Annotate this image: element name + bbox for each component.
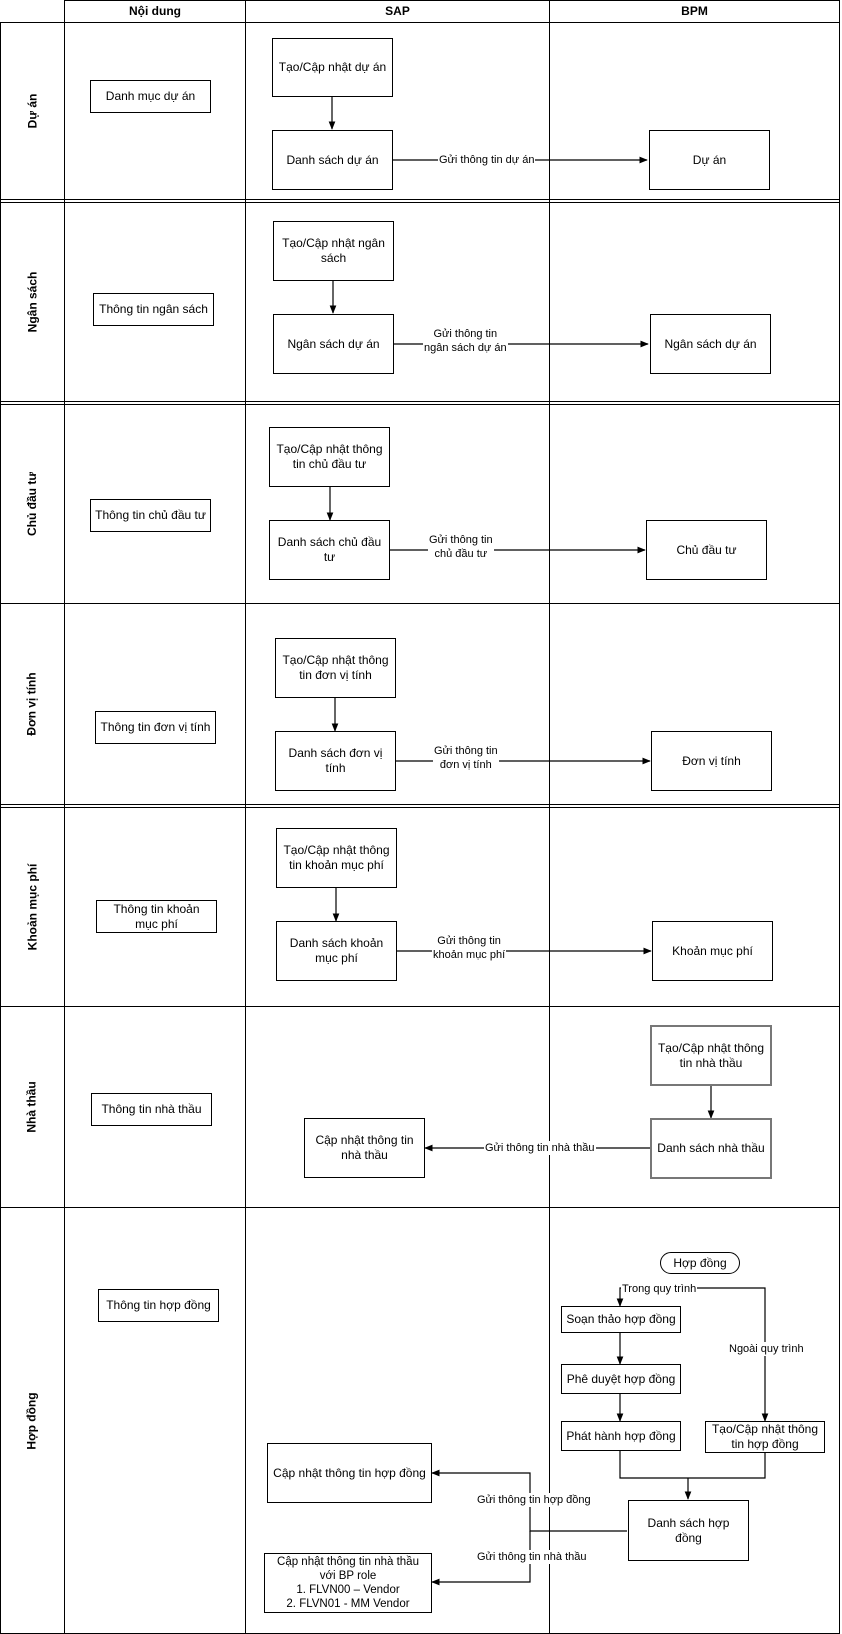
ngan-sach-content-box: Thông tin ngân sách: [93, 293, 214, 326]
header-content: Nội dung: [129, 4, 181, 18]
don-vi-tinh-list-box: Danh sách đơn vị tính: [275, 731, 396, 791]
lane-label-nha-thau: Nhà thầu: [25, 1081, 39, 1133]
ngan-sach-list-box: Ngân sách dự án: [273, 314, 394, 374]
header-sap: SAP: [385, 4, 410, 18]
ngan-sach-create-box: Tạo/Cập nhật ngân sách: [273, 221, 394, 281]
chu-dau-tu-bpm-box: Chủ đầu tư: [646, 520, 767, 580]
nha-thau-sap-box: Cập nhật thông tin nhà thầu: [304, 1118, 425, 1178]
ngan-sach-bpm-box: Ngân sách dự án: [650, 314, 771, 374]
khoan-muc-phi-list-box: Danh sách khoản mục phí: [276, 921, 397, 981]
nha-thau-content-box: Thông tin nhà thầu: [91, 1093, 212, 1126]
hop-dong-approve-box: Phê duyệt hợp đồng: [561, 1364, 681, 1394]
du-an-send-label: Gửi thông tin dự án: [438, 153, 536, 167]
du-an-list-box: Danh sách dự án: [272, 130, 393, 190]
du-an-create-box: Tạo/Cập nhật dự án: [272, 38, 393, 97]
du-an-bpm-box: Dự án: [649, 130, 770, 190]
chu-dau-tu-list-box: Danh sách chủ đầu tư: [269, 520, 390, 580]
hop-dong-sap-contract-box: Cập nhật thông tin hợp đồng: [267, 1443, 432, 1503]
ngan-sach-send-label: Gửi thông tin ngân sách dự án: [423, 327, 508, 355]
hop-dong-list-box: Danh sách hợp đồng: [628, 1500, 749, 1561]
khoan-muc-phi-content-box: Thông tin khoản mục phí: [96, 900, 217, 933]
hop-dong-out-process-label: Ngoài quy trình: [728, 1342, 805, 1356]
khoan-muc-phi-create-box: Tạo/Cập nhật thông tin khoản mục phí: [276, 828, 397, 888]
khoan-muc-phi-send-label: Gửi thông tin khoản mục phí: [432, 934, 507, 962]
nha-thau-list-box: Danh sách nhà thầu: [650, 1118, 772, 1179]
lane-label-don-vi-tinh: Đơn vị tính: [24, 672, 39, 736]
chu-dau-tu-create-box: Tạo/Cập nhật thông tin chủ đầu tư: [269, 427, 390, 487]
connector-send-vendor: [431, 1531, 531, 1586]
hop-dong-manual-box: Tạo/Cập nhật thông tin hợp đồng: [705, 1421, 825, 1453]
du-an-content-box: Danh mục dự án: [90, 80, 211, 113]
chu-dau-tu-content-box: Thông tin chủ đầu tư: [90, 499, 211, 532]
khoan-muc-phi-bpm-box: Khoản mục phí: [652, 921, 773, 981]
hop-dong-draft-box: Soạn thảo hợp đồng: [561, 1306, 681, 1333]
header-bpm: BPM: [681, 4, 708, 18]
lane-label-ngan-sach: Ngân sách: [25, 271, 39, 333]
don-vi-tinh-send-label: Gửi thông tin đơn vị tính: [433, 744, 499, 772]
don-vi-tinh-create-box: Tạo/Cập nhật thông tin đơn vị tính: [275, 638, 396, 698]
hop-dong-in-process-label: Trong quy trình: [621, 1282, 698, 1296]
lane-label-hop-dong: Hợp đồng: [25, 1391, 39, 1450]
lane-label-khoan-muc-phi: Khoản mục phí: [25, 863, 40, 951]
chu-dau-tu-send-label: Gửi thông tin chủ đầu tư: [428, 533, 494, 561]
nha-thau-create-box: Tạo/Cập nhật thông tin nhà thầu: [650, 1025, 772, 1086]
connector-issue-merge: [619, 1447, 766, 1479]
don-vi-tinh-content-box: Thông tin đơn vị tính: [95, 711, 216, 744]
nha-thau-send-label: Gửi thông tin nhà thầu: [484, 1141, 596, 1155]
connector-out-process: [697, 1287, 769, 1422]
lane-label-chu-dau-tu: Chủ đầu tư: [25, 471, 40, 537]
hop-dong-send-contract-label: Gửi thông tin hợp đồng: [476, 1493, 592, 1507]
hop-dong-start-node: Hợp đồng: [660, 1252, 740, 1274]
hop-dong-sap-vendor-box: Cập nhật thông tin nhà thầu với BP role …: [264, 1553, 432, 1613]
hop-dong-content-box: Thông tin hợp đồng: [98, 1289, 219, 1322]
lane-label-du-an: Dự án: [24, 93, 39, 129]
hop-dong-send-vendor-label: Gửi thông tin nhà thầu: [476, 1550, 588, 1564]
don-vi-tinh-bpm-box: Đơn vị tính: [651, 731, 772, 791]
hop-dong-issue-box: Phát hành hợp đồng: [561, 1421, 681, 1451]
